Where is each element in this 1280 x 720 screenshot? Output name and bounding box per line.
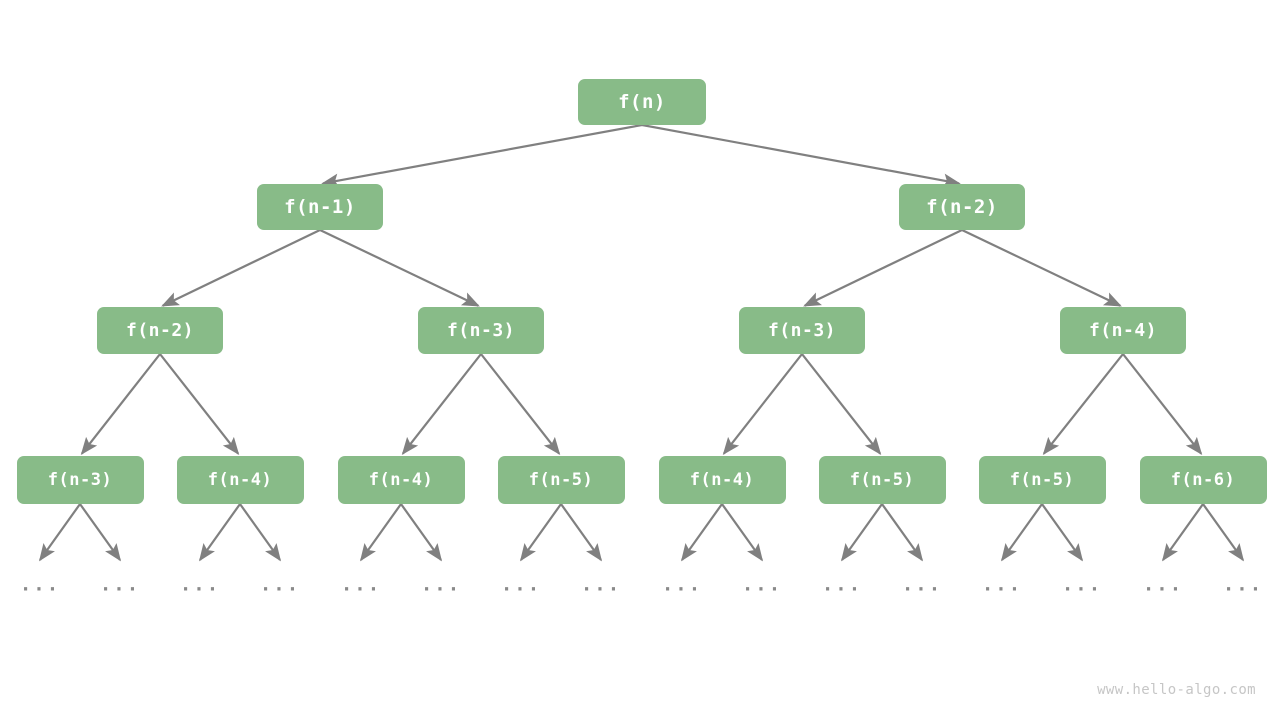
ellipsis-n8-right: ... (259, 573, 301, 596)
leaf-stub-n13-left (1000, 503, 1043, 562)
ellipsis-n11-left: ... (661, 573, 703, 596)
tree-node-n11: f(n-4) (658, 456, 786, 504)
edge-n1-n3 (161, 229, 321, 307)
edge-n0-n2 (641, 123, 961, 188)
leaf-stub-n10-right (560, 503, 603, 562)
tree-node-n4: f(n-3) (418, 307, 544, 354)
ellipsis-n8-left: ... (179, 573, 221, 596)
leaf-stub-n8-left (198, 503, 241, 562)
ellipsis-n12-right: ... (901, 573, 943, 596)
ellipsis-n10-right: ... (580, 573, 622, 596)
ellipsis-n7-left: ... (19, 573, 61, 596)
tree-node-n10: f(n-5) (497, 456, 625, 504)
ellipsis-n10-left: ... (500, 573, 542, 596)
tree-node-n8: f(n-4) (176, 456, 304, 504)
edge-n5-n11 (722, 353, 803, 456)
edge-n5-n12 (801, 353, 882, 456)
leaf-stub-n12-right (881, 503, 924, 562)
edge-n6-n13 (1042, 353, 1124, 456)
leaf-stub-n7-right (79, 503, 122, 562)
tree-node-n5: f(n-3) (739, 307, 865, 354)
ellipsis-n14-left: ... (1142, 573, 1184, 596)
tree-node-n0: f(n) (578, 79, 706, 125)
tree-node-n7: f(n-3) (16, 456, 144, 504)
edge-n0-n1 (321, 123, 643, 188)
leaf-stub-n10-left (519, 503, 562, 562)
edge-n2-n6 (961, 229, 1122, 307)
leaf-stub-n11-right (721, 503, 764, 562)
ellipsis-n11-right: ... (741, 573, 783, 596)
edge-n4-n9 (401, 353, 482, 456)
edge-n2-n5 (803, 229, 963, 307)
leaf-stub-n11-left (680, 503, 723, 562)
ellipsis-n9-left: ... (340, 573, 382, 596)
leaf-stub-n9-left (359, 503, 402, 562)
tree-node-n1: f(n-1) (257, 184, 383, 230)
tree-node-n2: f(n-2) (899, 184, 1025, 230)
edge-n3-n7 (80, 353, 161, 456)
tree-edges (80, 123, 1203, 456)
leaf-stub-n12-left (840, 503, 883, 562)
leaf-stub-arrows (38, 503, 1245, 562)
tree-node-n6: f(n-4) (1060, 307, 1186, 354)
leaf-stub-n7-left (38, 503, 81, 562)
leaf-stub-n14-right (1202, 503, 1245, 562)
watermark: www.hello-algo.com (1097, 682, 1256, 698)
ellipsis-n9-right: ... (420, 573, 462, 596)
tree-node-n9: f(n-4) (337, 456, 465, 504)
tree-node-n13: f(n-5) (978, 456, 1106, 504)
ellipsis-n7-right: ... (99, 573, 141, 596)
edge-n4-n10 (480, 353, 561, 456)
edge-n3-n8 (159, 353, 240, 456)
leaf-stub-n9-right (400, 503, 443, 562)
edge-n1-n4 (319, 229, 480, 307)
leaf-stub-n14-left (1161, 503, 1204, 562)
tree-node-n3: f(n-2) (97, 307, 223, 354)
ellipsis-n13-left: ... (981, 573, 1023, 596)
tree-node-n12: f(n-5) (818, 456, 946, 504)
edge-n6-n14 (1122, 353, 1203, 456)
ellipsis-n12-left: ... (821, 573, 863, 596)
ellipsis-n13-right: ... (1061, 573, 1103, 596)
ellipsis-n14-right: ... (1222, 573, 1264, 596)
tree-node-n14: f(n-6) (1139, 456, 1267, 504)
leaf-stub-n13-right (1041, 503, 1084, 562)
leaf-stub-n8-right (239, 503, 282, 562)
